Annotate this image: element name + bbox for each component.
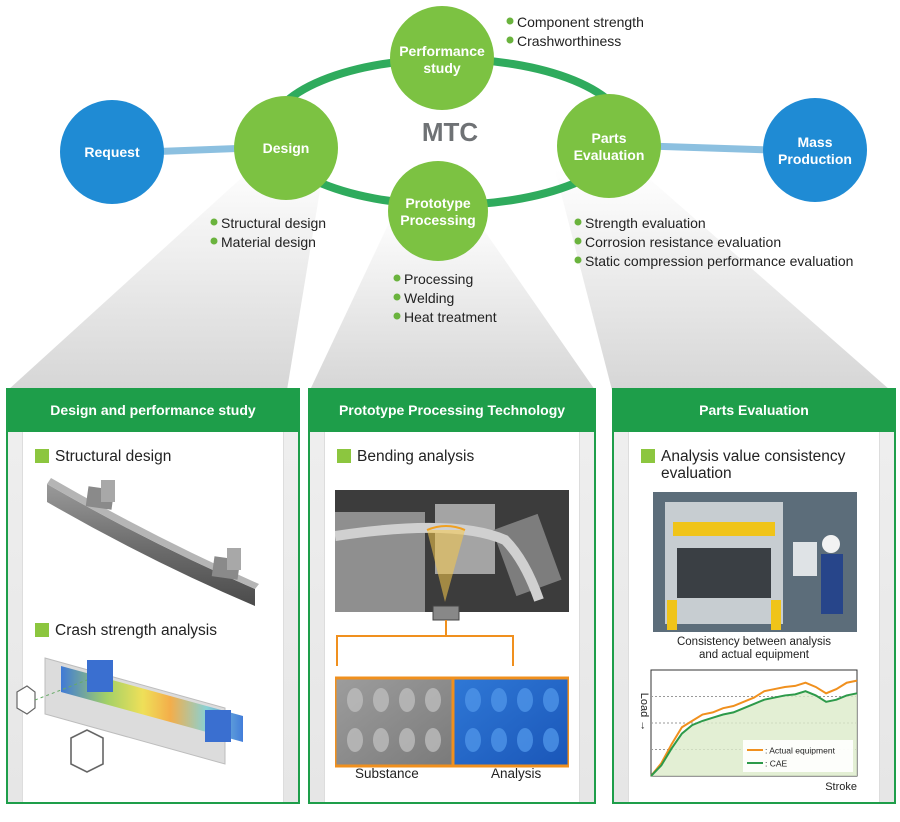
- process-diagram: MTC Request Design Performance study Pro…: [8, 6, 890, 390]
- press-machine-photo: [653, 492, 857, 632]
- bullet-static-compression-evaluation: Static compression performance evaluatio…: [585, 253, 853, 269]
- mass-production-node: Mass Production: [763, 98, 867, 202]
- crash-analysis-image: [16, 657, 243, 773]
- bullet-structural-design: Structural design: [221, 215, 326, 231]
- bullet-component-strength: Component strength: [517, 14, 644, 30]
- design-bullets: Structural design Material design: [210, 215, 326, 250]
- svg-text:Evaluation: Evaluation: [574, 147, 645, 163]
- bullet-strength-evaluation: Strength evaluation: [585, 215, 706, 231]
- panel-header-design: Design and performance study: [6, 388, 300, 432]
- bullet-material-design: Material design: [221, 234, 316, 250]
- parts-fan: [555, 170, 890, 390]
- prototype-bullets: Processing Welding Heat treatment: [393, 271, 497, 325]
- green-square-icon: [641, 449, 655, 463]
- panel-body-prototype: Bending analysis Substance An: [324, 432, 580, 802]
- green-square-icon: [35, 623, 49, 637]
- prototype-processing-panel: Prototype Processing Technology Bending …: [308, 388, 596, 804]
- bullet-corrosion-evaluation: Corrosion resistance evaluation: [585, 234, 781, 250]
- performance-study-node: Performance study: [390, 6, 494, 110]
- structural-design-title: Structural design: [35, 448, 171, 465]
- mtc-label: MTC: [422, 117, 479, 147]
- mass-connector: [647, 142, 771, 154]
- panel-header-prototype: Prototype Processing Technology: [308, 388, 596, 432]
- bullet-heat-treatment: Heat treatment: [404, 309, 497, 325]
- design-performance-panel: Design and performance study Structural …: [6, 388, 300, 804]
- panel-header-parts: Parts Evaluation: [612, 388, 896, 432]
- chart-legend-box: [743, 740, 853, 772]
- performance-bullets: Component strength Crashworthiness: [506, 14, 644, 49]
- svg-text:study: study: [423, 60, 461, 76]
- caption-analysis: Analysis: [491, 766, 542, 781]
- request-node: Request: [60, 100, 164, 204]
- consistency-chart: : Actual equipment : CAE Load → Stroke: [638, 669, 858, 793]
- panel-body-design: Structural design Crash strength analysi…: [16, 432, 284, 802]
- chart-legend-label: : CAE: [765, 759, 788, 769]
- svg-text:Mass: Mass: [797, 134, 832, 150]
- svg-text:Parts: Parts: [591, 130, 626, 146]
- bending-analysis-images: [335, 490, 569, 768]
- design-node: Design: [234, 96, 338, 200]
- chart-x-axis-label: Stroke: [825, 781, 857, 793]
- parts-evaluation-node: Parts Evaluation: [557, 94, 661, 198]
- bumper-beam-image: [47, 478, 259, 606]
- bending-analysis-title: Bending analysis: [337, 448, 474, 465]
- chart-y-axis-label: Load →: [638, 693, 650, 732]
- svg-text:Performance: Performance: [399, 43, 485, 59]
- bullet-processing: Processing: [404, 271, 473, 287]
- design-fan: [8, 160, 325, 390]
- svg-text:Prototype: Prototype: [405, 195, 471, 211]
- chart-legend-label: : Actual equipment: [765, 746, 836, 756]
- caption-substance: Substance: [355, 766, 419, 781]
- parts-evaluation-panel: Parts Evaluation Analysis value consiste…: [612, 388, 896, 804]
- bullet-welding: Welding: [404, 290, 454, 306]
- prototype-processing-node: Prototype Processing: [388, 161, 488, 261]
- crash-analysis-title: Crash strength analysis: [35, 622, 217, 639]
- green-square-icon: [35, 449, 49, 463]
- green-square-icon: [337, 449, 351, 463]
- svg-text:Processing: Processing: [400, 212, 475, 228]
- parts-bullets: Strength evaluation Corrosion resistance…: [574, 215, 853, 269]
- chart-series-line-0: [650, 679, 858, 777]
- prototype-fan: [310, 210, 595, 390]
- svg-text:Design: Design: [263, 140, 310, 156]
- chart-series-line-1: [650, 690, 858, 777]
- bullet-crashworthiness: Crashworthiness: [517, 33, 621, 49]
- svg-text:Production: Production: [778, 151, 852, 167]
- svg-text:Request: Request: [84, 144, 140, 160]
